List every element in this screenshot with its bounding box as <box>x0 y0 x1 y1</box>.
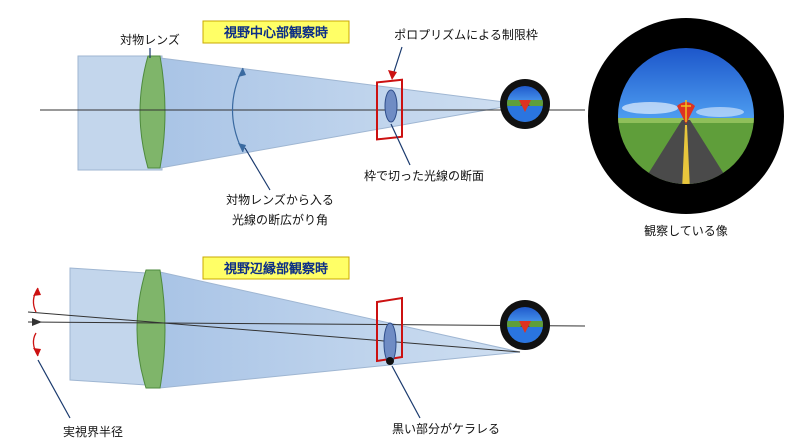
pointer-true-field <box>37 359 71 419</box>
eyepiece-view-bottom <box>500 300 550 350</box>
true-field-arrowhead-up <box>33 288 41 296</box>
light-cone-top <box>159 57 521 169</box>
eyepiece-view-top <box>500 79 550 129</box>
edge-view-diagram <box>27 267 586 419</box>
cross-section-label: 枠で切った光線の断面 <box>364 168 484 183</box>
porro-frame-label: ポロプリズムによる制限枠 <box>394 27 538 42</box>
title-center: 視野中心部観察時 <box>223 25 328 41</box>
spread-angle-label-1: 対物レンズから入る <box>226 192 334 207</box>
vignetting-label: 黒い部分がケラレる <box>392 421 500 436</box>
light-cone-bottom <box>159 271 521 389</box>
pointer-vignetting <box>391 365 421 419</box>
true-field-label: 実視界半径 <box>63 424 123 439</box>
objective-lens-bottom <box>136 269 166 389</box>
title-edge: 視野辺縁部観察時 <box>223 261 328 277</box>
observed-image-label: 観察している像 <box>644 224 728 238</box>
objective-lens-label: 対物レンズ <box>120 32 180 47</box>
objective-barrel-top <box>77 55 163 171</box>
spread-angle-label-2: 光線の断広がり角 <box>232 212 328 227</box>
beam-cross-section-top <box>384 89 398 123</box>
title-box-edge: 視野辺縁部観察時 <box>202 256 350 280</box>
true-field-arrowhead-down <box>33 348 41 356</box>
arc-arrowhead-up <box>238 68 246 77</box>
pointer-cross-section <box>390 123 411 166</box>
center-view-diagram <box>40 46 585 191</box>
observed-image <box>588 18 784 214</box>
optical-axis-bottom <box>27 321 586 327</box>
vignetted-portion <box>386 357 394 365</box>
objective-lens-top <box>139 55 166 169</box>
true-field-marker <box>32 318 42 326</box>
chief-ray-bottom <box>27 311 521 353</box>
porro-limit-frame-bottom <box>376 296 403 363</box>
pointer-spread-angle <box>244 147 271 191</box>
porro-limit-frame-top <box>376 78 403 141</box>
frame-pointer-arrowhead <box>388 70 397 80</box>
arc-arrowhead-down <box>238 143 246 152</box>
title-box-center: 視野中心部観察時 <box>202 20 350 44</box>
